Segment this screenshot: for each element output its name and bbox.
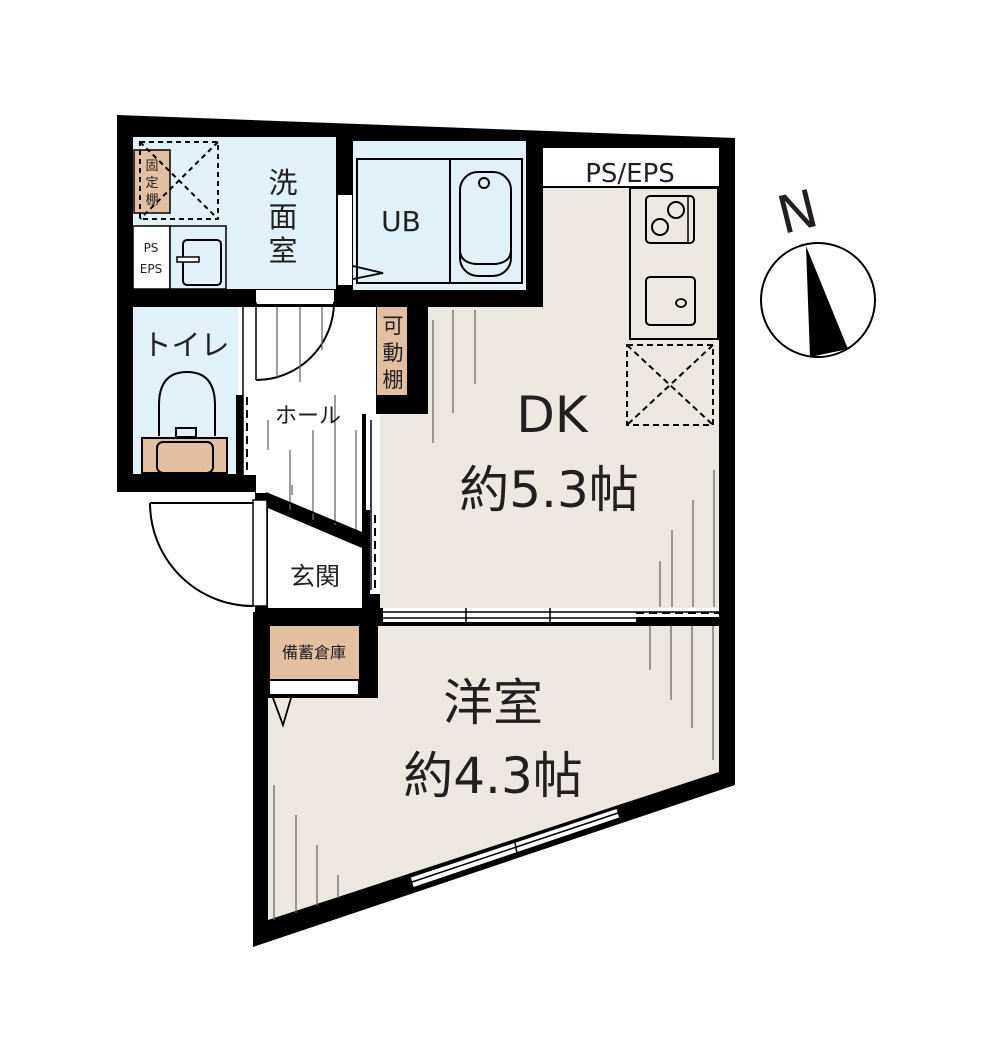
- movable-shelf: [377, 307, 407, 395]
- hall-floor: [256, 307, 376, 533]
- dk-name: DK: [516, 386, 589, 444]
- ps-small-label-1: PS: [144, 241, 159, 255]
- ps-eps-floor: [543, 148, 719, 186]
- western-room-floor: [268, 626, 719, 920]
- western-room-name: 洋室: [443, 674, 543, 732]
- fixed-shelf-label-2: 定: [145, 176, 158, 191]
- storage-label: 備蓄倉庫: [282, 643, 346, 662]
- dk-size: 約5.3帖: [459, 461, 639, 519]
- ps-small-label-2: EPS: [140, 262, 162, 276]
- washer-space: [139, 141, 219, 220]
- washroom-label-3: 室: [268, 234, 297, 268]
- toilet-icon: [158, 370, 216, 436]
- bathtub-icon: [459, 171, 512, 277]
- compass: N: [760, 179, 876, 358]
- compass-needle-icon: [806, 246, 848, 357]
- storage-floor: [270, 626, 359, 679]
- door-swing-washroom: [255, 301, 335, 381]
- compass-north-label: N: [772, 179, 824, 247]
- fixed-shelf-label-1: 固: [145, 159, 158, 174]
- western-room-size: 約4.3帖: [403, 747, 583, 805]
- kitchen-sink-icon: [645, 276, 696, 326]
- stove-icon: [645, 195, 695, 244]
- unit-bath-floor: [353, 141, 526, 290]
- fixed-shelf-label-3: 棚: [145, 193, 158, 208]
- washroom-label-1: 洗: [268, 166, 297, 200]
- hall-label: ホール: [275, 404, 341, 429]
- fridge-space: [626, 344, 714, 426]
- toilet-label: トイレ: [142, 328, 229, 362]
- movable-shelf-label-3: 棚: [383, 368, 404, 392]
- movable-shelf-label-1: 可: [383, 314, 404, 338]
- entrance-floor: [268, 507, 362, 608]
- entrance-door-swing: [149, 502, 254, 607]
- entrance-label: 玄関: [290, 562, 340, 591]
- ps-eps-label: PS/EPS: [585, 159, 675, 189]
- washroom-label-2: 面: [268, 200, 297, 234]
- movable-shelf-label-2: 動: [383, 341, 404, 365]
- unit-bath-label: UB: [381, 205, 421, 238]
